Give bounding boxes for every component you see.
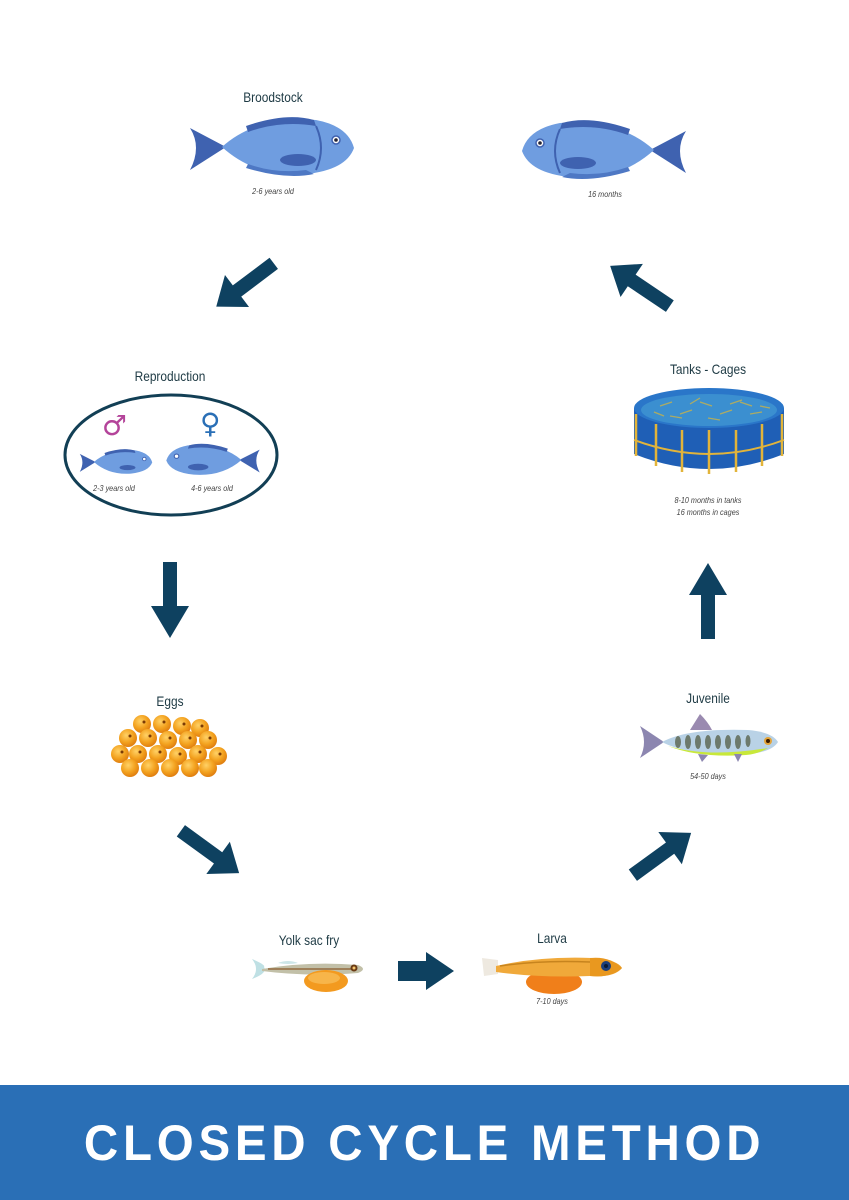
title-banner: CLOSED CYCLE METHOD: [0, 1085, 849, 1200]
juvenile-caption: 54-50 days: [690, 771, 726, 781]
broodstock-caption: 2-6 years old: [252, 186, 294, 196]
diagram-title: CLOSED CYCLE METHOD: [83, 1114, 766, 1171]
yolk-sac-fry-label: Yolk sac fry: [278, 932, 340, 948]
arrow-reproduction-to-eggs-icon: [151, 562, 189, 638]
tank-icon: [633, 388, 785, 474]
tanks-caption-line2: 16 months in cages: [676, 507, 740, 517]
broodstock-fish-icon: [190, 117, 354, 176]
juvenile-label: Juvenile: [686, 690, 730, 706]
yolk-sac-fry-icon: [252, 959, 363, 992]
larva-icon: [482, 957, 622, 994]
male-symbol-icon: ♂: [102, 409, 128, 442]
arrow-juvenile-to-tanks-icon: [689, 563, 727, 639]
arrow-growout-to-broodstock-icon: [610, 263, 674, 312]
male-fish-icon: [79, 449, 153, 474]
male-caption: 2-3 years old: [93, 483, 135, 493]
arrow-yolksac-to-larva-icon: [398, 952, 454, 990]
larva-caption: 7-10 days: [536, 996, 568, 1006]
tanks-cages-label: Tanks - Cages: [669, 361, 747, 377]
female-caption: 4-6 years old: [191, 483, 233, 493]
eggs-label: Eggs: [156, 693, 184, 709]
market-fish-caption: 16 months: [588, 189, 622, 199]
reproduction-label: Reproduction: [134, 368, 206, 384]
arrow-larva-to-juvenile-icon: [628, 831, 692, 881]
larva-label: Larva: [537, 930, 567, 946]
arrow-eggs-to-yolksac-icon: [176, 825, 240, 875]
eggs-icon: [111, 715, 227, 777]
female-symbol-icon: ♀: [200, 407, 221, 440]
tanks-caption-line1: 8-10 months in tanks: [674, 495, 742, 505]
female-fish-icon: [166, 443, 260, 475]
juvenile-fish-icon: [640, 714, 778, 762]
arrow-broodstock-to-reproduction-icon: [216, 257, 278, 307]
broodstock-label: Broodstock: [243, 89, 303, 105]
market-fish-icon: [522, 120, 686, 179]
